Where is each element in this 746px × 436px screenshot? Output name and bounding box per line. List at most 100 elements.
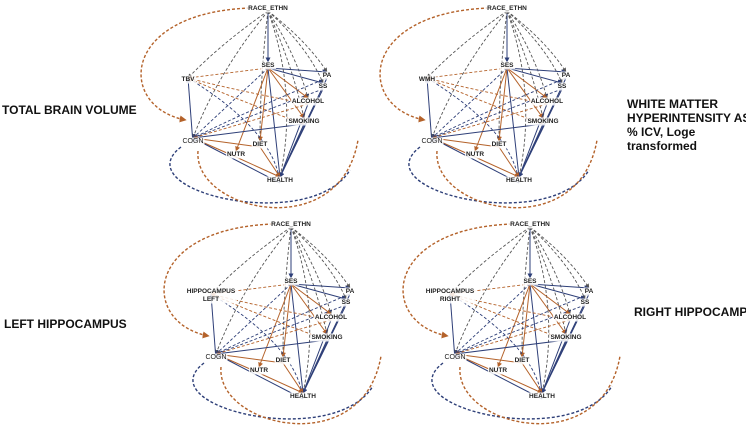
edge-ses-health bbox=[506, 67, 521, 178]
node-bg-outcome bbox=[180, 75, 197, 84]
node-diet: DIET bbox=[253, 141, 268, 148]
edge-smoking-health bbox=[518, 123, 544, 178]
node-bg-outcome bbox=[417, 75, 437, 84]
edge-race-pa bbox=[290, 226, 351, 289]
edge-pa-cogn bbox=[454, 293, 590, 355]
edge-race-diet bbox=[257, 10, 269, 142]
node-bg-ses bbox=[499, 61, 516, 70]
edge-smoking-cogn bbox=[192, 123, 305, 140]
edge-loop-bottom bbox=[192, 362, 374, 420]
node-diet: DIET bbox=[492, 141, 507, 148]
node-bg-health bbox=[266, 176, 295, 185]
edge-nutr-health bbox=[497, 372, 543, 394]
edge-ses-outcome bbox=[426, 67, 508, 80]
node-ses: SES bbox=[500, 62, 514, 69]
edge-alcohol-health bbox=[518, 103, 548, 178]
edge-race-ss bbox=[267, 10, 324, 84]
node-pa: PA bbox=[323, 72, 332, 79]
node-bg-diet bbox=[251, 140, 269, 149]
node-alcohol: ALCOHOL bbox=[315, 314, 347, 321]
edge-race-smoking bbox=[506, 10, 545, 119]
edge-race-cogn bbox=[454, 226, 531, 355]
edge-race-ss bbox=[290, 226, 347, 300]
edge-nutr-health bbox=[258, 372, 304, 394]
node-bg-health bbox=[505, 176, 534, 185]
edge-health-outcome bbox=[449, 293, 543, 400]
node-race: RACE_ETHN bbox=[487, 5, 527, 12]
node-diet: DIET bbox=[276, 357, 291, 364]
node-ses: SES bbox=[284, 278, 298, 285]
dag-panel-hcr: RACE_ETHNSESPASSALCOHOLSMOKINGDIETNUTRCO… bbox=[402, 220, 621, 425]
dag-panel-wmh: RACE_ETHNSESPASSALCOHOLSMOKINGDIETNUTRCO… bbox=[379, 4, 598, 209]
node-ss: SS bbox=[581, 299, 590, 306]
node-bg-smoking bbox=[287, 117, 321, 126]
edge-race-smoking bbox=[267, 10, 306, 119]
edge-race-outcome bbox=[187, 10, 269, 79]
edge-alcohol-cogn bbox=[215, 319, 332, 356]
node-cogn: COGN bbox=[445, 354, 466, 361]
edge-loop-bottom bbox=[169, 146, 351, 204]
edge-race-arc bbox=[163, 223, 274, 339]
node-bg-alcohol bbox=[552, 313, 588, 322]
edge-smoking-outcome bbox=[187, 77, 305, 125]
edge-ses-diet bbox=[520, 283, 531, 358]
edge-race-pa bbox=[529, 226, 590, 289]
node-bg-race bbox=[247, 4, 290, 13]
edge-cogn-outcome bbox=[208, 293, 217, 361]
node-race: RACE_ETHN bbox=[248, 5, 288, 12]
edge-alcohol-outcome bbox=[426, 76, 548, 105]
edge-ses-health bbox=[290, 283, 305, 394]
panel-title-line: LEFT HIPPOCAMPUS bbox=[4, 317, 127, 331]
dag-panel-tbv: RACE_ETHNSESPASSALCOHOLSMOKINGDIETNUTRCO… bbox=[140, 4, 359, 209]
node-bg-race bbox=[509, 220, 552, 229]
edge-loop-bottom-orange bbox=[436, 139, 598, 209]
outcome-label-line: HIPPOCAMPUS bbox=[426, 288, 475, 295]
node-bg-ses bbox=[260, 61, 277, 70]
dag-panel-hcl: RACE_ETHNSESPASSALCOHOLSMOKINGDIETNUTRCO… bbox=[163, 220, 382, 425]
node-bg-outcome bbox=[424, 287, 476, 304]
node-outcome-wmh: WMH bbox=[419, 76, 436, 83]
edge-cogn-outcome bbox=[424, 77, 433, 145]
panel-title-line: % ICV, Loge bbox=[627, 125, 696, 139]
edge-health-outcome bbox=[210, 293, 304, 400]
node-bg-outcome bbox=[185, 287, 237, 304]
edge-ses-cogn bbox=[431, 67, 508, 139]
node-bg-smoking bbox=[310, 333, 344, 342]
node-health: HEALTH bbox=[506, 177, 532, 184]
edge-ss-cogn bbox=[215, 304, 347, 355]
node-smoking: SMOKING bbox=[288, 118, 319, 125]
edge-race-alcohol bbox=[506, 10, 549, 99]
edge-loop-bottom-orange bbox=[197, 139, 359, 209]
edge-ses-diet bbox=[497, 67, 508, 142]
node-smoking: SMOKING bbox=[527, 118, 558, 125]
edge-ses-smoking bbox=[529, 283, 567, 335]
edge-race-pa bbox=[267, 10, 328, 73]
edge-race-health bbox=[506, 10, 527, 178]
node-bg-cogn bbox=[204, 353, 228, 362]
edge-smoking-cogn bbox=[431, 123, 544, 140]
node-bg-pa bbox=[560, 71, 572, 80]
edge-race-arc bbox=[140, 7, 251, 123]
edge-race-health bbox=[529, 226, 550, 394]
edge-ses-alcohol bbox=[506, 67, 548, 99]
edge-ses-alcohol bbox=[290, 283, 332, 315]
edge-smoking-outcome bbox=[426, 77, 544, 125]
edge-race-cogn bbox=[192, 10, 269, 139]
edge-ses-nutr bbox=[497, 283, 531, 368]
edge-alcohol-health bbox=[302, 319, 332, 394]
node-bg-health bbox=[289, 392, 318, 401]
edge-loop-bottom-orange bbox=[459, 355, 621, 425]
node-ses: SES bbox=[261, 62, 275, 69]
node-bg-ses bbox=[522, 277, 539, 286]
edge-race-diet bbox=[280, 226, 292, 358]
outcome-label-line: RIGHT bbox=[440, 296, 460, 303]
node-nutr: NUTR bbox=[466, 151, 484, 158]
edge-alcohol-health bbox=[541, 319, 571, 394]
node-bg-pa bbox=[583, 287, 595, 296]
edge-race-health bbox=[267, 10, 288, 178]
node-health: HEALTH bbox=[529, 393, 555, 400]
node-bg-ses bbox=[283, 277, 300, 286]
node-health: HEALTH bbox=[267, 177, 293, 184]
node-bg-nutr bbox=[464, 150, 486, 159]
